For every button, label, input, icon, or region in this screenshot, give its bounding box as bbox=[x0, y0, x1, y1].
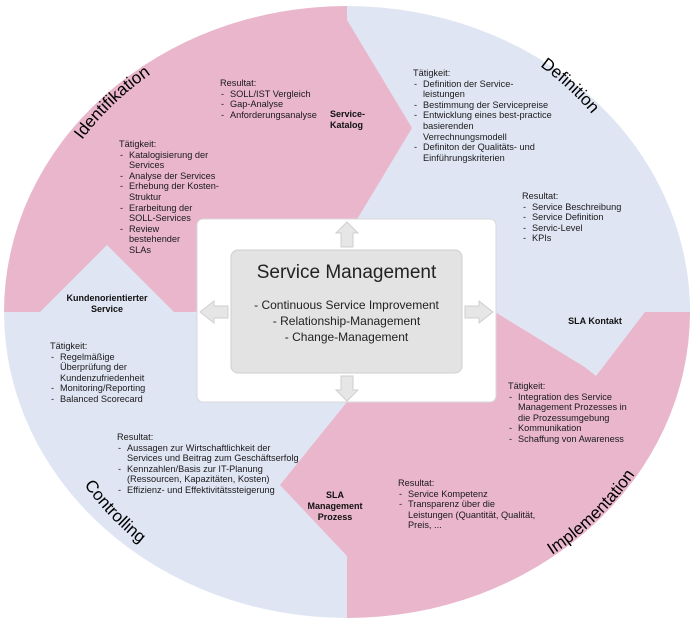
identifikation-taetigkeit: Tätigkeit: Katalogisierung der Services … bbox=[119, 139, 219, 256]
transition-sla-kontakt: SLA Kontakt bbox=[568, 316, 622, 326]
list-item: Katalogisierung der Services bbox=[119, 150, 219, 171]
list-item: Schaffung von Awareness bbox=[508, 434, 628, 445]
section-heading: Resultat: bbox=[220, 78, 257, 88]
list-item: Definiton der Qualitäts- und Einführungs… bbox=[413, 142, 535, 163]
transition-kundenorientierter-service: Kundenorientierter Service bbox=[66, 293, 148, 314]
core-list: - Continuous Service Improvement - Relat… bbox=[231, 297, 462, 345]
arrow-down-icon bbox=[334, 375, 360, 402]
chevron-kundenorientiert bbox=[40, 245, 174, 312]
section-heading: Resultat: bbox=[398, 478, 435, 488]
controlling-resultat: Resultat: Aussagen zur Wirtschaftlichkei… bbox=[117, 432, 299, 496]
list-item: Kommunikation bbox=[508, 423, 628, 434]
implementation-resultat: Resultat: Service Kompetenz Transparenz … bbox=[398, 478, 538, 531]
list-item: Balanced Scorecard bbox=[50, 394, 162, 405]
implementation-taetigkeit: Tätigkeit: Integration des Service Manag… bbox=[508, 381, 628, 445]
list-item: Erhebung der Kosten-Struktur bbox=[119, 181, 219, 202]
list-item: Kennzahlen/Basis zur IT-Planung (Ressour… bbox=[117, 464, 275, 485]
arrow-up-icon bbox=[334, 221, 360, 248]
transition-sla-management-prozess: SLA Management Prozess bbox=[307, 490, 363, 522]
list-item: Definition der Service-leistungen bbox=[413, 79, 515, 100]
list-item: Gap-Analyse bbox=[220, 99, 340, 110]
list-item: Service Kompetenz bbox=[398, 489, 538, 500]
core-item: - Change-Management bbox=[284, 330, 409, 344]
list-item: Transparenz über die Leistungen (Quantit… bbox=[398, 499, 538, 531]
section-heading: Tätigkeit: bbox=[413, 68, 451, 78]
section-heading: Resultat: bbox=[117, 432, 154, 442]
chevron-sla-management bbox=[280, 402, 347, 556]
list-item: Anforderungsanalyse bbox=[220, 110, 340, 121]
list-item: Entwicklung eines best-practice basieren… bbox=[413, 110, 555, 142]
core-item: - Continuous Service Improvement bbox=[254, 298, 439, 312]
core-box bbox=[230, 249, 463, 374]
list-item: Regelmäßige Überprüfung der Kundenzufrie… bbox=[50, 352, 162, 384]
transition-service-katalog: Service- Katalog bbox=[330, 109, 366, 130]
list-item: Analyse der Services bbox=[119, 171, 219, 182]
list-item: Monitoring/Reporting bbox=[50, 383, 162, 394]
list-item: Servic-Level bbox=[522, 223, 632, 234]
list-item: Effizienz- und Effektivitätssteigerung bbox=[117, 485, 299, 496]
definition-taetigkeit: Tätigkeit: Definition der Service-leistu… bbox=[413, 68, 563, 163]
core-item: - Relationship-Management bbox=[272, 314, 421, 328]
list-item: SOLL/IST Vergleich bbox=[220, 89, 340, 100]
section-heading: Tätigkeit: bbox=[119, 139, 157, 149]
arrow-right-icon bbox=[464, 299, 494, 325]
controlling-taetigkeit: Tätigkeit: Regelmäßige Überprüfung der K… bbox=[50, 341, 162, 405]
section-heading: Tätigkeit: bbox=[508, 381, 546, 391]
list-item: Service Definition bbox=[522, 212, 632, 223]
list-item: Aussagen zur Wirtschaftlichkeit der Serv… bbox=[117, 443, 299, 464]
list-item: Review bestehender SLAs bbox=[119, 224, 180, 256]
list-item: Erarbeitung der SOLL-Services bbox=[119, 203, 219, 224]
identifikation-resultat: Resultat: SOLL/IST Vergleich Gap-Analyse… bbox=[220, 78, 340, 120]
section-heading: Tätigkeit: bbox=[50, 341, 88, 351]
chevron-sla-kontakt-body bbox=[495, 270, 690, 376]
chevron-service-katalog bbox=[300, 20, 412, 236]
list-item: Integration des Service Management Proze… bbox=[508, 392, 628, 424]
list-item: Service Beschreibung bbox=[522, 202, 632, 213]
list-item: Bestimmung der Servicepreise bbox=[413, 100, 563, 111]
arrow-left-icon bbox=[199, 299, 229, 325]
definition-resultat: Resultat: Service Beschreibung Service D… bbox=[522, 191, 632, 244]
list-item: KPIs bbox=[522, 233, 632, 244]
section-heading: Resultat: bbox=[522, 191, 559, 201]
core-title: Service Management bbox=[256, 262, 437, 283]
